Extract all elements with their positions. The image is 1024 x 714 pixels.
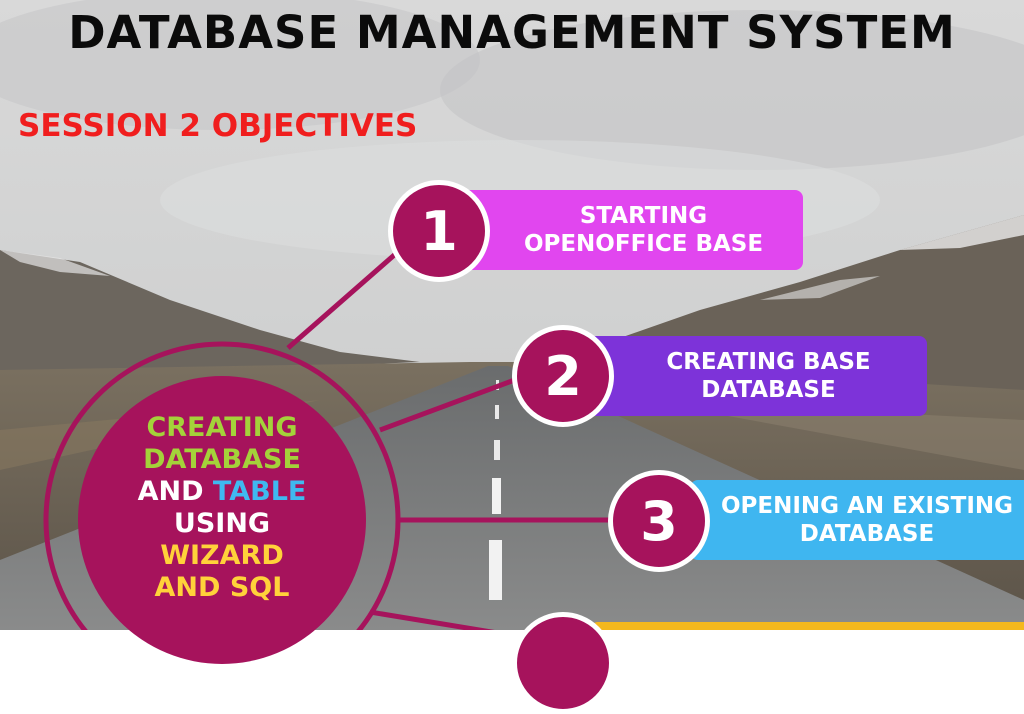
hub-line-and-sql: AND SQL: [154, 572, 290, 603]
hub-line-database: DATABASE: [143, 444, 301, 475]
objective-card-3: OPENING AN EXISTING DATABASE: [690, 480, 1024, 560]
central-topic-circle: CREATING DATABASE AND TABLE USING WIZARD…: [78, 376, 366, 664]
objective-number-4: [512, 612, 614, 714]
objective-card-2: CREATING BASE DATABASE: [586, 336, 927, 416]
objective-card-1: STARTING OPENOFFICE BASE: [462, 190, 803, 270]
connector-lines: [43, 248, 615, 630]
connector-2: [379, 375, 521, 433]
objective-card-4: [590, 622, 1024, 630]
connector-4: [369, 609, 495, 630]
objective-3-line1: OPENING AN EXISTING: [720, 493, 1014, 519]
objective-1-line1: STARTING: [579, 203, 708, 229]
objective-number-1: 1: [388, 180, 490, 282]
hub-word-table: TABLE: [212, 476, 307, 507]
objective-1-line2: OPENOFFICE BASE: [523, 231, 764, 257]
session-subtitle: SESSION 2 OBJECTIVES: [18, 108, 418, 144]
objective-number-3: 3: [608, 470, 710, 572]
hub-line-using: USING: [173, 508, 271, 539]
page-title: DATABASE MANAGEMENT SYSTEM: [68, 6, 956, 59]
hub-word-and: AND: [137, 476, 204, 507]
hub-line-and-table: AND TABLE: [138, 476, 307, 508]
connector-1: [286, 248, 402, 350]
objective-number-2: 2: [512, 325, 614, 427]
hub-line-wizard: WIZARD: [160, 540, 284, 571]
objective-2-line2: DATABASE: [701, 377, 836, 403]
objective-2-line1: CREATING BASE: [666, 349, 871, 375]
hub-line-creating: CREATING: [146, 412, 298, 443]
objective-3-line2: DATABASE: [799, 521, 935, 547]
